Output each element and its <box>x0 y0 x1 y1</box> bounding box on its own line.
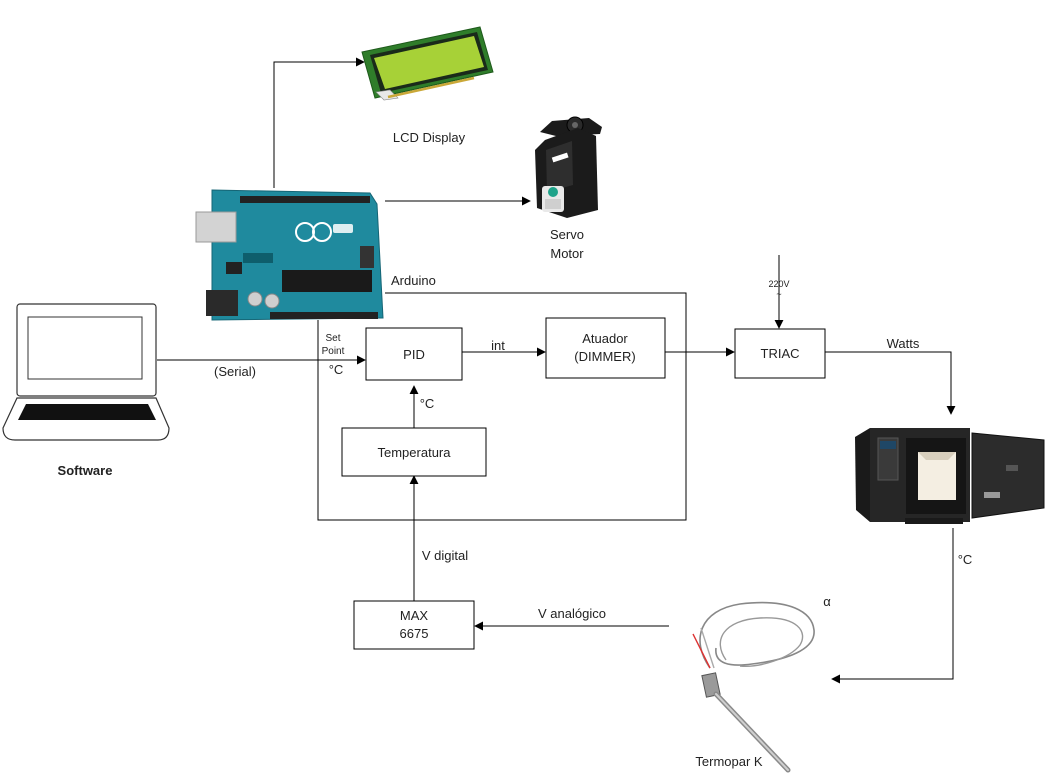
v-analogico-label: V analógico <box>538 606 606 621</box>
lcd-display-label: LCD Display <box>393 130 466 145</box>
atuador-label-line1: Atuador <box>582 331 628 346</box>
pid-label: PID <box>403 347 425 362</box>
arduino-label: Arduino <box>391 273 436 288</box>
alpha-label: α <box>823 594 831 609</box>
temperatura-label: Temperatura <box>378 445 452 460</box>
v-digital-label: V digital <box>422 548 468 563</box>
supply-voltage-label: 220V <box>768 279 789 289</box>
furnace-icon <box>855 428 1045 524</box>
lcd-display-icon <box>361 26 494 101</box>
max-label-line2: 6675 <box>400 626 429 641</box>
max6675-block: MAX 6675 <box>353 600 475 650</box>
arduino-boundary <box>317 292 687 521</box>
feedback-unit-label: °C <box>420 396 435 411</box>
set-point-label-line2: Point <box>322 346 345 357</box>
setpoint-unit-label: °C <box>329 362 344 377</box>
arrow-triac-to-furnace <box>825 351 956 415</box>
pid-block: PID <box>365 327 463 381</box>
set-point-label-line1: Set <box>325 333 340 344</box>
max-label-line1: MAX <box>400 608 429 623</box>
temperatura-block: Temperatura <box>341 427 487 477</box>
connections <box>157 57 956 684</box>
watts-label: Watts <box>887 336 920 351</box>
software-label: Software <box>58 463 113 478</box>
thermocouple-probe-icon <box>692 601 815 773</box>
termopar-label: Termopar K <box>695 754 763 769</box>
servo-label-line1: Servo <box>550 227 584 242</box>
atuador-label-line2: (DIMMER) <box>574 349 635 364</box>
servo-label-line2: Motor <box>550 246 584 261</box>
arrow-furnace-to-thermocouple <box>831 528 954 684</box>
atuador-block: Atuador (DIMMER) <box>545 317 666 379</box>
arrow-to-lcd <box>273 57 365 188</box>
furnace-unit-label: °C <box>958 552 973 567</box>
servo-motor-icon <box>535 116 602 218</box>
arduino-uno-icon <box>195 189 384 321</box>
serial-label: (Serial) <box>214 364 256 379</box>
supply-symbol-label: ~ <box>776 289 781 299</box>
laptop-icon <box>2 303 170 441</box>
triac-label: TRIAC <box>761 346 800 361</box>
triac-block: TRIAC <box>734 328 826 379</box>
int-label: int <box>491 338 505 353</box>
